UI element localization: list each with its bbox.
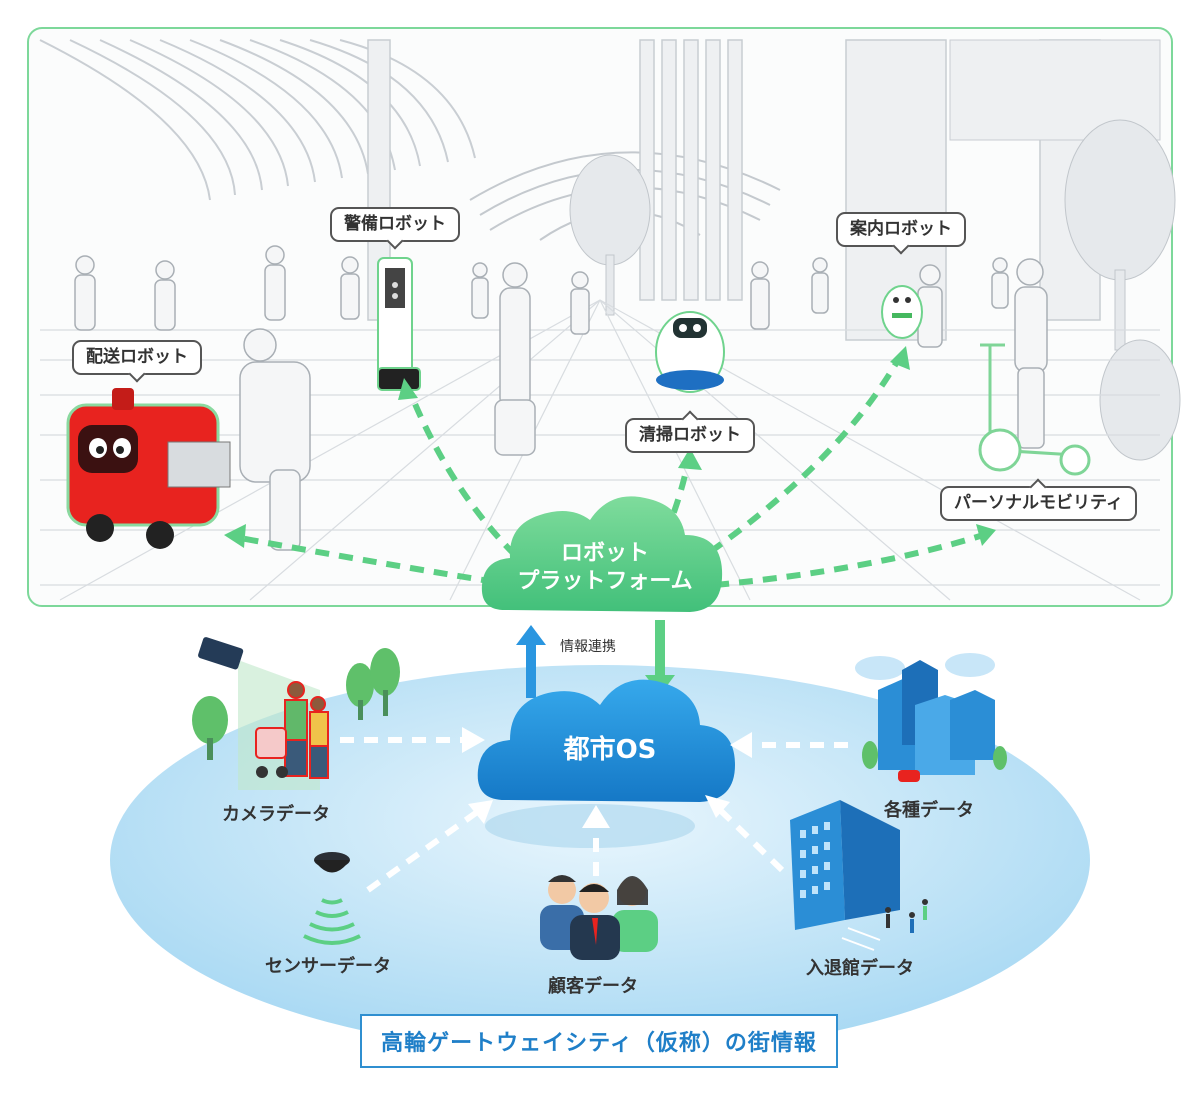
city-illustration (855, 653, 1007, 782)
personal-mobility (978, 343, 1091, 476)
info-link-label: 情報連携 (560, 639, 616, 655)
sensor-illustration (303, 852, 361, 945)
arch-structure (39, 39, 476, 201)
cleaning-robot (655, 311, 725, 393)
people-illustration (540, 875, 658, 960)
label-sensor-data: センサーデータ (265, 956, 391, 977)
data-arrowheads (462, 727, 752, 828)
platform-label: ロボット プラットフォーム (490, 540, 720, 595)
city-os-cloud (477, 679, 735, 802)
platform-label-line2: プラットフォーム (517, 568, 693, 594)
tag-cleaning-robot: 清掃ロボット (625, 410, 755, 453)
footer-title: 高輪ゲートウェイシティ（仮称）の街情報 (381, 1031, 817, 1056)
guide-robot (881, 285, 923, 339)
label-various-data: 各種データ (884, 800, 974, 821)
tag-security-robot: 警備ロボット (330, 207, 460, 250)
security-robot (377, 257, 421, 391)
label-customer-data: 顧客データ (548, 976, 638, 997)
robot-platform-cloud (481, 496, 723, 612)
trees (569, 119, 1181, 461)
tag-personal-mobility: パーソナルモビリティ (940, 478, 1137, 521)
platform-label-line1: ロボット (560, 541, 649, 566)
footer-title-box: 高輪ゲートウェイシティ（仮称）の街情報 (360, 1014, 838, 1068)
camera-illustration (192, 637, 400, 790)
label-entry-data: 入退館データ (806, 958, 914, 979)
label-camera-data: カメラデータ (222, 804, 330, 825)
city-os-label: 都市OS (563, 735, 657, 765)
tag-delivery-robot: 配送ロボット (72, 340, 202, 383)
tag-guide-robot: 案内ロボット (836, 212, 966, 255)
delivery-robot (66, 388, 231, 549)
entry-building-illustration (790, 800, 928, 951)
platform-arrowheads (224, 346, 996, 548)
city-info-ellipse (110, 665, 1090, 1055)
